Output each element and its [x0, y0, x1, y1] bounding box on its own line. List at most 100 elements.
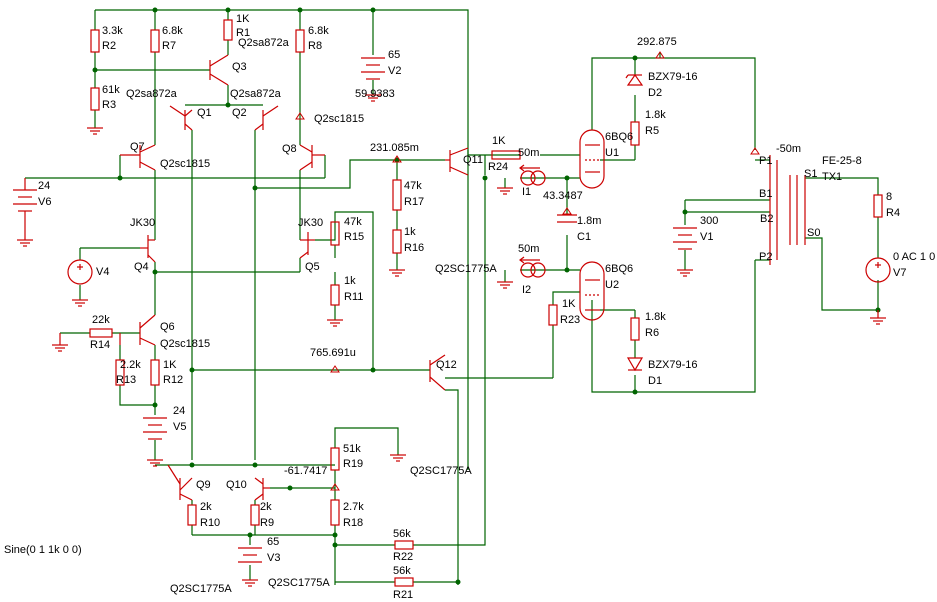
label-r1: R1 — [236, 27, 250, 39]
ground-icon — [497, 187, 513, 195]
label-q3: Q3 — [232, 61, 247, 73]
transistor-q2 — [254, 105, 279, 131]
battery-v5 — [143, 417, 167, 440]
label-d1: D1 — [648, 375, 662, 387]
ac-sources — [67, 257, 891, 285]
ground-icon — [87, 127, 103, 135]
grounds — [17, 94, 886, 587]
label-r17-value: 47k — [404, 180, 422, 192]
label-v2-probe: 59.9383 — [355, 88, 395, 100]
label-i2: I2 — [522, 284, 531, 296]
label-probe-top: 292.875 — [637, 36, 677, 48]
resistor-r9 — [250, 504, 260, 526]
battery-v2 — [361, 57, 385, 80]
capacitor-c1 — [557, 214, 577, 223]
label-probe-r19: -61.7417 — [284, 465, 327, 477]
resistor-r13 — [115, 359, 125, 386]
label-r2: R2 — [102, 40, 116, 52]
resistor-r2 — [90, 29, 100, 53]
resistor-r14 — [89, 328, 113, 338]
label-r4: R4 — [886, 207, 900, 219]
zener-d2 — [625, 73, 644, 86]
tube-u2 — [579, 261, 605, 321]
current-source-i1 — [519, 164, 546, 186]
label-r13: R13 — [116, 374, 136, 386]
battery-v3 — [238, 547, 262, 563]
label-r23-value: 1K — [562, 298, 576, 310]
resistor-r17 — [392, 179, 402, 211]
label-r23: R23 — [560, 314, 580, 326]
probe-icon — [392, 155, 402, 163]
label-q4: Q4 — [134, 261, 149, 273]
probe-icon — [330, 365, 340, 373]
battery-v6 — [13, 178, 37, 240]
resistor-r16 — [392, 229, 402, 254]
label-p2: P2 — [759, 251, 772, 263]
resistor-r12 — [150, 359, 160, 386]
label-u2: U2 — [605, 279, 619, 291]
resistor-r19 — [330, 447, 340, 471]
battery-v1 — [673, 227, 697, 250]
label-b1: B1 — [759, 188, 772, 200]
label-q10: Q10 — [226, 479, 247, 491]
label-q6-type: Q2sc1815 — [160, 338, 210, 350]
probe-icon — [655, 51, 665, 59]
resistor-r11 — [330, 284, 340, 306]
label-d1-type: BZX79-16 — [648, 359, 698, 371]
label-q8-type: Q2sc1815 — [314, 113, 364, 125]
component-labels: 3.3k R2 6.8k R7 1K R1 Q2sa872a Q3 6.8k R… — [4, 13, 935, 601]
label-r8-value: 6.8k — [308, 25, 329, 37]
probe-icon — [330, 483, 340, 491]
label-q1-type: Q2sa872a — [126, 88, 178, 100]
current-source-i2 — [519, 256, 546, 278]
transistors — [119, 54, 469, 501]
ground-icon — [147, 459, 163, 467]
label-b2: B2 — [760, 213, 773, 225]
probe-icon — [295, 112, 305, 120]
label-r2-value: 3.3k — [102, 25, 123, 37]
label-q2: Q2 — [232, 107, 247, 119]
label-c1-value: 1.8m — [577, 215, 601, 227]
transistor-q5 — [299, 232, 315, 259]
label-v5-value: 24 — [173, 405, 185, 417]
label-r3-value: 61k — [102, 84, 120, 96]
probe-icon — [750, 147, 760, 155]
transistor-q6 — [119, 314, 156, 346]
label-r10: R10 — [200, 517, 220, 529]
current-sources — [519, 164, 546, 278]
label-r11-value: 1k — [344, 275, 356, 287]
transistor-q1 — [169, 105, 193, 131]
label-probe-u1: 43.3487 — [543, 190, 583, 202]
label-r14: R14 — [90, 339, 110, 351]
label-d2-type: BZX79-16 — [648, 71, 698, 83]
label-r16-value: 1k — [404, 226, 416, 238]
ground-icon — [327, 319, 343, 327]
label-r1-value: 1K — [236, 13, 250, 25]
label-q5: Q5 — [305, 261, 320, 273]
ground-icon — [389, 269, 405, 277]
transistor-q3 — [209, 54, 229, 86]
label-u2-type: 6BQ6 — [605, 263, 633, 275]
label-u1: U1 — [605, 147, 619, 159]
label-q9: Q9 — [196, 479, 211, 491]
label-v3: V3 — [267, 552, 280, 564]
zener-d1 — [626, 357, 644, 372]
resistor-r1 — [223, 19, 233, 41]
ground-icon — [242, 579, 258, 587]
label-r24: R24 — [488, 161, 508, 173]
label-r7: R7 — [162, 40, 176, 52]
ground-icon — [17, 239, 33, 247]
resistor-r6 — [630, 317, 640, 341]
transistor-q12 — [429, 354, 446, 391]
resistor-r8 — [295, 29, 305, 53]
transistor-q11 — [445, 147, 469, 176]
ground-icon — [365, 94, 381, 102]
label-v6: V6 — [38, 196, 51, 208]
zener-diodes — [625, 73, 644, 372]
label-q12-type: Q2SC1775A — [435, 263, 497, 275]
label-q9-type: Q2SC1775A — [410, 465, 472, 477]
label-v2-value: 65 — [388, 49, 400, 61]
label-r5: R5 — [645, 125, 659, 137]
